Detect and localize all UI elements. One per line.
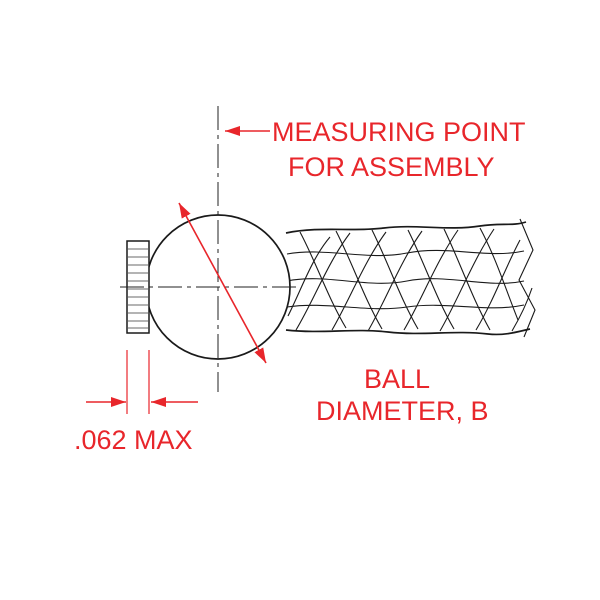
- cable-break-line: [518, 218, 536, 338]
- ball-diameter-label-line1: BALL: [364, 364, 430, 394]
- measuring-point-label-line1: MEASURING POINT: [272, 117, 526, 147]
- collar-width-label: .062 MAX: [74, 425, 193, 455]
- ball-diameter-label-line2: DIAMETER, B: [316, 396, 489, 426]
- measuring-point-label-line2: FOR ASSEMBLY: [288, 152, 495, 182]
- annotations: [86, 126, 270, 414]
- wire-cable: [285, 218, 536, 338]
- ball-diameter-dimension-line: [178, 202, 267, 364]
